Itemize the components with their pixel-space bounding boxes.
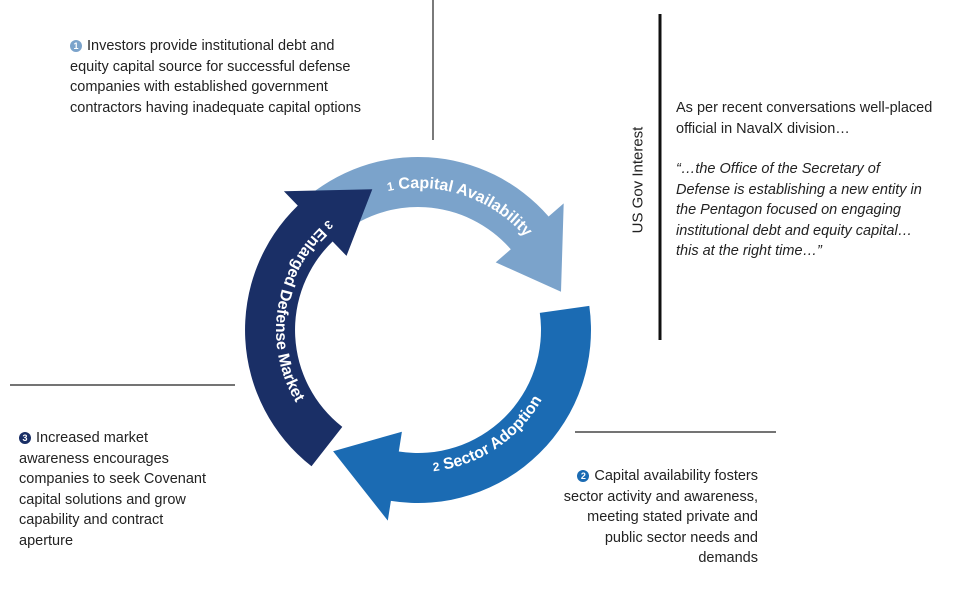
us-gov-interest-label: US Gov Interest bbox=[629, 126, 647, 234]
stage-number-2: 2 bbox=[432, 459, 441, 474]
note-capital-availability: 2 Capital availability fosters sector act… bbox=[540, 466, 758, 569]
note-capital-line: public sector needs and bbox=[604, 529, 758, 546]
us-gov-intro-line: As per recent conversations well-placed bbox=[676, 100, 933, 116]
note-capital-line: meeting stated private and bbox=[587, 509, 758, 525]
note-investors-line: contractors having inadequate capital op… bbox=[70, 99, 361, 116]
note-capital-line: sector activity and awareness, bbox=[563, 488, 758, 505]
us-gov-quote-block: As per recent conversations well-placed … bbox=[676, 98, 932, 262]
note-investors-line: companies with established government bbox=[70, 79, 328, 95]
note-market-line: Increased market bbox=[36, 430, 149, 446]
bullet-1: 1 bbox=[70, 40, 82, 52]
note-capital-line: demands bbox=[698, 550, 758, 566]
note-market-line: companies to seek Covenant bbox=[19, 471, 206, 487]
bullet-2: 2 bbox=[577, 470, 590, 482]
note-capital-line: Capital availability fosters bbox=[594, 468, 758, 484]
note-investors-line: Investors provide institutional debt and bbox=[87, 38, 335, 54]
us-gov-quote-line: the Pentagon focused on engaging bbox=[676, 202, 901, 218]
us-gov-quote-line: Defense is establishing a new entity in bbox=[676, 181, 922, 198]
note-market-line: awareness encourages bbox=[19, 450, 169, 467]
note-investors-line: equity capital source for successful def… bbox=[70, 58, 351, 75]
us-gov-intro-line: official in NavalX division… bbox=[676, 120, 850, 137]
enlarged-defense-market-arrow bbox=[245, 189, 373, 467]
note-market-line: capability and contract bbox=[19, 512, 164, 528]
sector-adoption-arrow bbox=[333, 305, 591, 521]
note-market-awareness: 3 Increased market awareness encourages c… bbox=[19, 428, 206, 551]
us-gov-quote-line: “…the Office of the Secretary of bbox=[676, 161, 880, 177]
note-market-line: aperture bbox=[19, 532, 74, 549]
note-market-line: capital solutions and grow bbox=[19, 491, 186, 508]
stage-number-1: 1 bbox=[386, 179, 396, 194]
us-gov-quote-line: institutional debt and equity capital… bbox=[676, 222, 913, 239]
note-investors: 1 Investors provide institutional debt an… bbox=[70, 36, 361, 118]
bullet-3: 3 bbox=[19, 432, 31, 444]
us-gov-quote-line: this at the right time…” bbox=[676, 243, 822, 259]
